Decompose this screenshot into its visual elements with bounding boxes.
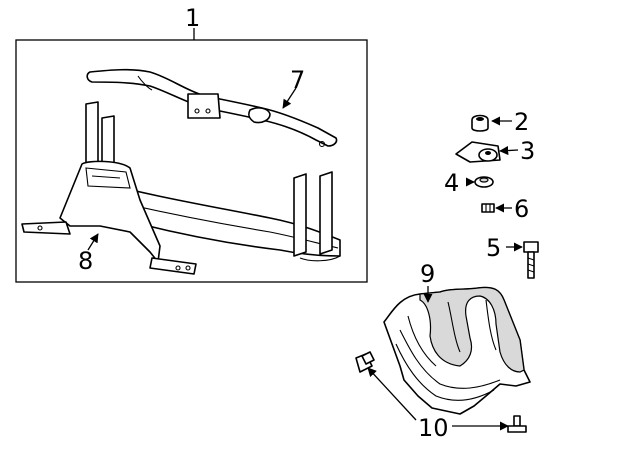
bushing [474, 176, 494, 188]
callout-10: 10 [418, 414, 449, 442]
nut [481, 203, 495, 213]
callout-7: 7 [290, 66, 305, 94]
fastener-right [507, 415, 527, 433]
insulator [471, 114, 489, 132]
lower-support-frame [21, 101, 341, 275]
callout-4: 4 [444, 169, 459, 197]
bracket [455, 141, 501, 163]
upper-tie-bar [86, 68, 338, 148]
splash-shield [383, 286, 531, 415]
fastener-left [355, 351, 375, 373]
callout-3: 3 [520, 137, 535, 165]
callout-5: 5 [486, 234, 501, 262]
leader-7 [282, 87, 297, 109]
leader-8 [87, 233, 99, 251]
callout-6: 6 [514, 195, 529, 223]
bolt [523, 241, 539, 279]
callout-8: 8 [78, 247, 93, 275]
assembly-frame [15, 39, 368, 283]
callout-2: 2 [514, 108, 529, 136]
callout-1: 1 [185, 4, 200, 32]
callout-9: 9 [420, 260, 435, 288]
leader-10-left [367, 367, 417, 421]
leader-3 [499, 146, 519, 156]
